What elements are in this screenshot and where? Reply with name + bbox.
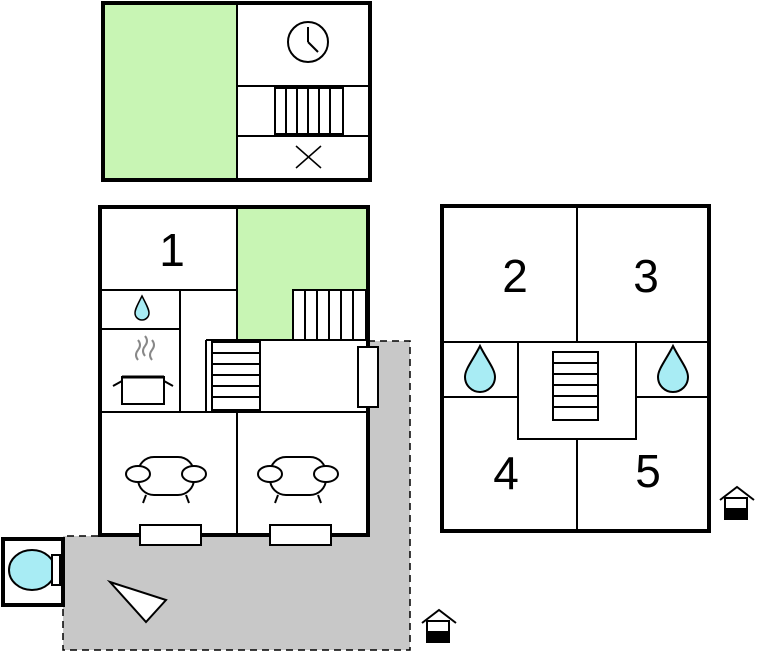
water-drop-icon bbox=[463, 343, 497, 393]
room-5-label: 5 bbox=[635, 445, 661, 497]
cross-icon bbox=[295, 145, 322, 169]
stairs-icon bbox=[211, 341, 261, 411]
room-4-label: 4 bbox=[493, 447, 519, 499]
clock-icon bbox=[287, 21, 329, 63]
window-icon bbox=[357, 346, 379, 408]
sofa-icon bbox=[257, 456, 339, 504]
stairs-icon bbox=[552, 351, 599, 421]
water-drop-icon bbox=[134, 294, 150, 321]
sofa-icon bbox=[125, 456, 207, 504]
compass-arrow-icon bbox=[106, 579, 168, 624]
annex-garden-area bbox=[105, 5, 237, 178]
room-2-label: 2 bbox=[502, 250, 528, 302]
upper-floor-building: 2 3 4 5 bbox=[440, 204, 711, 533]
window-icon bbox=[269, 524, 332, 546]
cooking-pot-icon bbox=[112, 335, 174, 405]
annex-building bbox=[101, 1, 372, 182]
stairs-icon bbox=[274, 87, 344, 135]
room-3-label: 3 bbox=[633, 250, 659, 302]
room-1-label: 1 bbox=[159, 224, 185, 276]
house-icon bbox=[719, 485, 755, 520]
main-building: 1 bbox=[98, 205, 379, 546]
water-drop-icon bbox=[656, 343, 690, 393]
toilet-icon bbox=[8, 549, 61, 591]
house-icon bbox=[421, 608, 457, 643]
stairs-icon bbox=[292, 289, 367, 341]
window-icon bbox=[139, 524, 202, 546]
toilet-room bbox=[1, 537, 65, 607]
